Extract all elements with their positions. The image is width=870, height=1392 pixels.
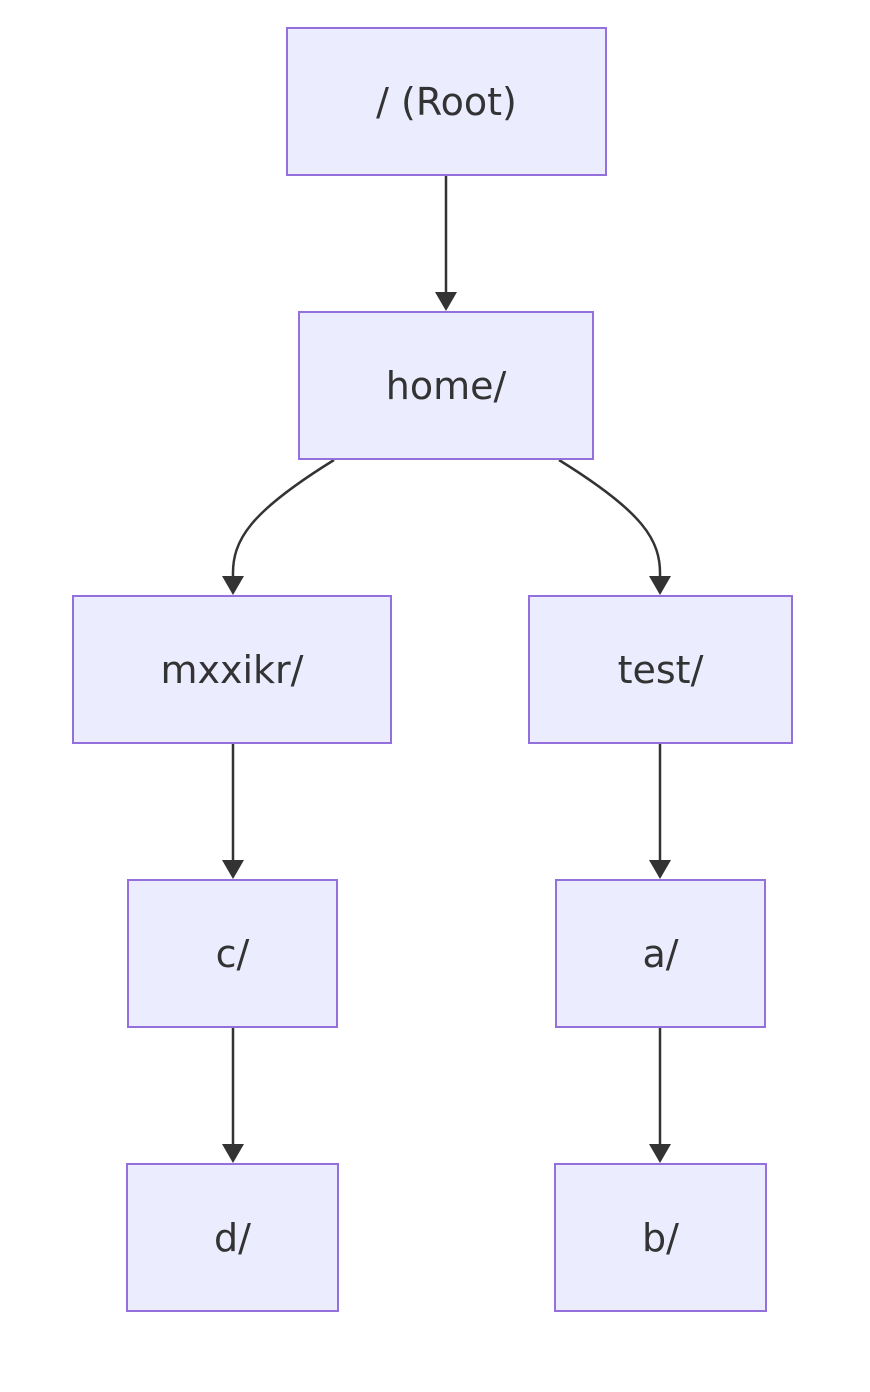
node-d-label: d/ [214, 1215, 251, 1260]
node-a: a/ [555, 879, 766, 1028]
edge-home-test [558, 458, 662, 577]
node-c-label: c/ [215, 931, 250, 976]
arrowhead-b [649, 1144, 671, 1163]
arrowhead-d [222, 1144, 244, 1163]
node-b: b/ [554, 1163, 767, 1312]
arrowhead-home [435, 292, 457, 311]
node-root: / (Root) [286, 27, 607, 176]
node-b-label: b/ [642, 1215, 679, 1260]
node-c: c/ [127, 879, 338, 1028]
arrowhead-c [222, 860, 244, 879]
node-a-label: a/ [642, 931, 679, 976]
arrowhead-a [649, 860, 671, 879]
node-test: test/ [528, 595, 793, 744]
node-d: d/ [126, 1163, 339, 1312]
node-home-label: home/ [385, 363, 507, 408]
node-mxxikr: mxxikr/ [72, 595, 392, 744]
node-test-label: test/ [617, 647, 704, 692]
node-mxxikr-label: mxxikr/ [160, 647, 304, 692]
edge-home-mxxikr [231, 458, 335, 577]
node-root-label: / (Root) [376, 79, 517, 124]
arrowhead-test [649, 576, 671, 595]
arrowhead-mxxikr [222, 576, 244, 595]
node-home: home/ [298, 311, 594, 460]
